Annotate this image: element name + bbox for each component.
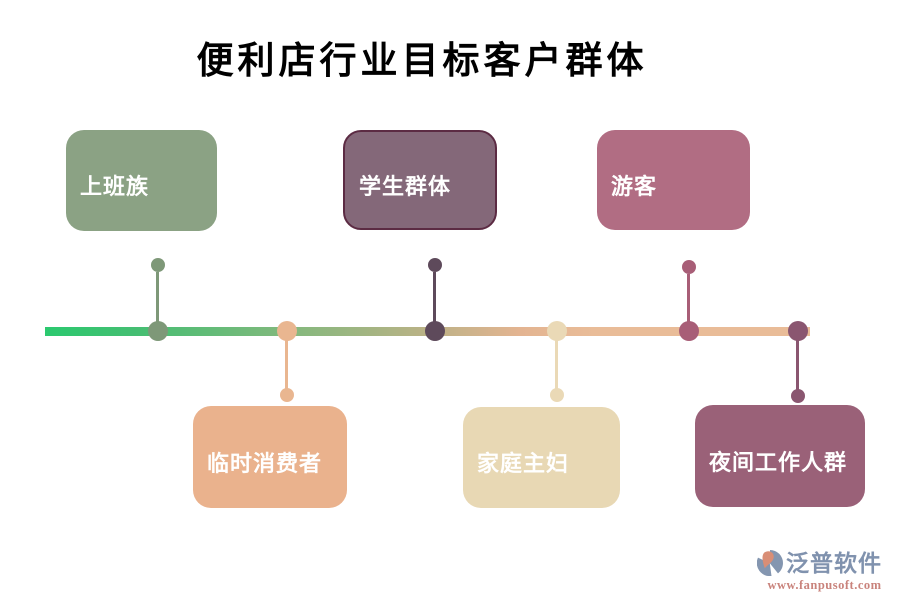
connector-dot-temporary-consumers xyxy=(280,388,294,402)
timeline-dot-night-workers xyxy=(788,321,808,341)
node-label-temporary-consumers: 临时消费者 xyxy=(207,450,323,476)
connector-stem-students xyxy=(433,272,436,323)
timeline-dot-housewives xyxy=(547,321,567,341)
brand-url: www.fanpusoft.com xyxy=(767,578,882,592)
timeline-dot-students xyxy=(425,321,445,341)
connector-dot-night-workers xyxy=(791,389,805,403)
fanpu-logo-icon xyxy=(757,550,783,576)
node-box-tourists: 游客 xyxy=(597,130,750,230)
brand-watermark: 泛普软件 www.fanpusoft.com xyxy=(757,550,892,593)
timeline-dot-tourists xyxy=(679,321,699,341)
timeline-dot-temporary-consumers xyxy=(277,321,297,341)
timeline-dot-commuters xyxy=(148,321,168,341)
node-box-commuters: 上班族 xyxy=(66,130,217,231)
connector-stem-tourists xyxy=(687,274,690,323)
connector-stem-housewives xyxy=(555,339,558,389)
node-label-housewives: 家庭主妇 xyxy=(477,451,570,477)
node-label-students: 学生群体 xyxy=(359,173,452,199)
connector-dot-housewives xyxy=(550,388,564,402)
node-box-students: 学生群体 xyxy=(343,130,497,230)
connector-dot-tourists xyxy=(682,260,696,274)
brand-name: 泛普软件 xyxy=(786,549,882,576)
node-box-temporary-consumers: 临时消费者 xyxy=(193,406,347,508)
page-title: 便利店行业目标客户群体 xyxy=(196,40,648,81)
node-label-commuters: 上班族 xyxy=(80,174,150,200)
connector-stem-temporary-consumers xyxy=(285,339,288,389)
node-box-night-workers: 夜间工作人群 xyxy=(695,405,865,507)
connector-dot-commuters xyxy=(151,258,165,272)
connector-stem-commuters xyxy=(156,272,159,323)
node-label-tourists: 游客 xyxy=(611,173,658,199)
node-label-night-workers: 夜间工作人群 xyxy=(709,449,848,475)
connector-dot-students xyxy=(428,258,442,272)
node-box-housewives: 家庭主妇 xyxy=(463,407,620,508)
connector-stem-night-workers xyxy=(796,339,799,390)
